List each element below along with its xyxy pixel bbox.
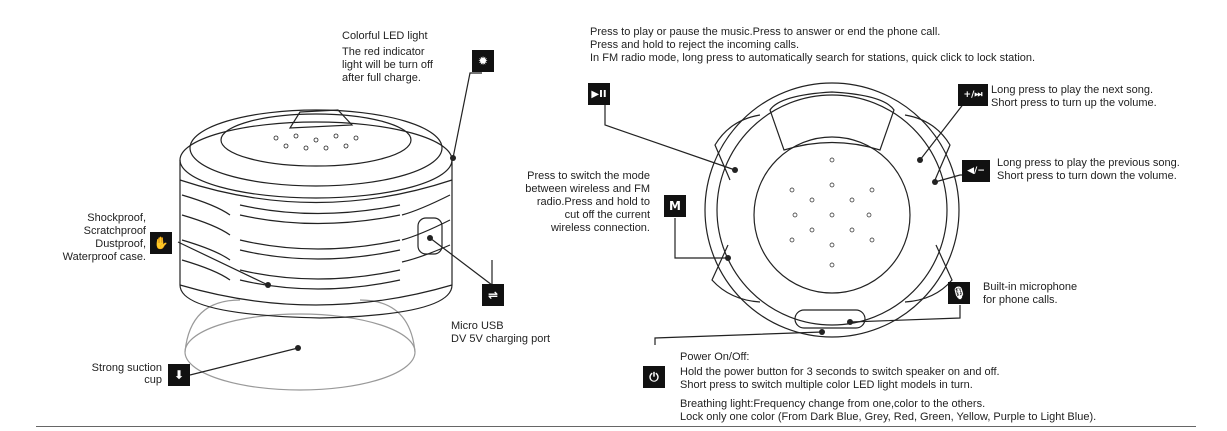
hand-icon: ✋	[150, 232, 172, 254]
breathing-line2: Lock only one color (From Dark Blue, Gre…	[680, 411, 1097, 423]
shock-line2: Scratchproof	[83, 225, 146, 237]
next-line2: Short press to turn up the volume.	[991, 97, 1157, 109]
leader-mode	[674, 218, 728, 259]
breathing-line1: Breathing light:Frequency change from on…	[680, 398, 986, 410]
mode-line1: Press to switch the mode	[527, 170, 650, 182]
leader-led	[452, 72, 482, 159]
power-line2: Short press to switch multiple color LED…	[680, 379, 973, 391]
mode-line5: wireless connection.	[550, 222, 650, 234]
prev-volume-down-icon: ◀/−	[962, 160, 990, 182]
mode-icon: M	[664, 195, 686, 217]
power-line1: Hold the power button for 3 seconds to s…	[680, 366, 1000, 378]
play-line1: Press to play or pause the music.Press t…	[590, 26, 941, 38]
next-line1: Long press to play the next song.	[991, 84, 1154, 96]
usb-line1: Micro USB	[451, 320, 504, 332]
microphone-icon: 🎙	[948, 282, 970, 304]
speaker-top-view	[704, 82, 960, 338]
leader-power	[654, 331, 823, 345]
mic-line1: Built-in microphone	[983, 281, 1078, 293]
mic-line2: for phone calls.	[983, 294, 1058, 306]
mode-line2: between wireless and FM	[525, 183, 650, 195]
speaker-side-view	[179, 109, 453, 391]
next-volume-up-icon: +/⏭	[958, 84, 988, 106]
power-icon: ⏻	[643, 366, 665, 388]
power-title: Power On/Off:	[680, 351, 750, 363]
mode-line4: cut off the current	[564, 209, 650, 221]
led-line3: after full charge.	[342, 72, 421, 84]
leader-usb	[429, 237, 493, 287]
leader-mic	[849, 305, 961, 323]
usb-icon: ⇌	[482, 284, 504, 306]
led-line2: light will be turn off	[342, 59, 433, 71]
mode-line3: radio.Press and hold to	[536, 196, 650, 208]
leader-next	[919, 97, 972, 161]
shock-line3: Dustproof,	[95, 238, 146, 250]
suction-line2: cup	[144, 374, 162, 386]
bulb-icon: ✹	[472, 50, 494, 72]
leader-suction	[189, 347, 299, 376]
leader-play	[604, 104, 736, 171]
leader-shock	[177, 241, 269, 286]
prev-line1: Long press to play the previous song.	[997, 157, 1180, 169]
play-pause-icon: ▶II	[588, 83, 610, 105]
suction-line1: Strong suction	[91, 362, 162, 374]
shock-line4: Waterproof case.	[62, 251, 146, 263]
shock-line1: Shockproof,	[87, 212, 146, 224]
led-line1: The red indicator	[342, 46, 425, 58]
play-line2: Press and hold to reject the incoming ca…	[590, 39, 800, 51]
led-title: Colorful LED light	[342, 30, 428, 42]
usb-line2: DV 5V charging port	[451, 333, 551, 345]
play-line3: In FM radio mode, long press to automati…	[590, 52, 1036, 64]
prev-line2: Short press to turn down the volume.	[997, 170, 1177, 182]
bottom-divider	[36, 426, 1196, 427]
down-arrow-icon: ⬇	[168, 364, 190, 386]
